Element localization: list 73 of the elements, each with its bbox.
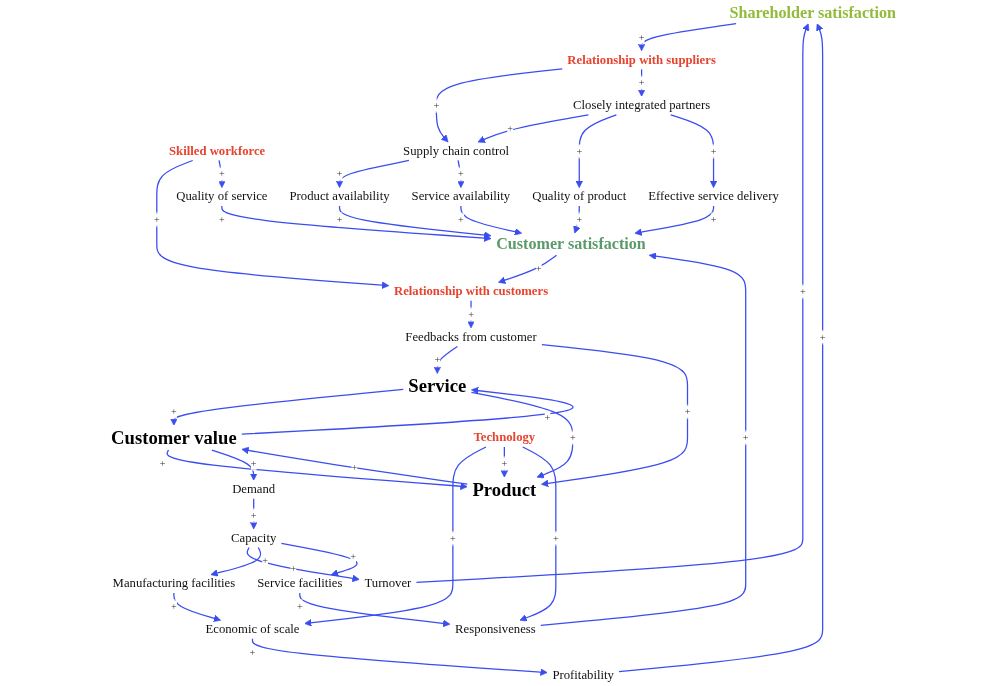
- edge-label: +: [249, 646, 256, 659]
- edge-label: +: [219, 213, 225, 226]
- edge-label: +: [638, 31, 645, 44]
- edge-label: +: [350, 550, 356, 563]
- edge-label: +: [290, 563, 297, 576]
- node-text: Effective service delivery: [648, 189, 779, 203]
- node-text: Product availability: [289, 189, 390, 203]
- node-text: Customer satisfaction: [496, 234, 646, 253]
- edge-label: +: [171, 600, 177, 613]
- edge-label: +: [458, 168, 464, 180]
- edge-label: +: [819, 331, 826, 344]
- node-text: Relationship with customers: [393, 284, 549, 298]
- edge-label: +: [799, 285, 806, 298]
- edge-label: +: [742, 431, 749, 444]
- edge-label: +: [535, 262, 542, 275]
- node-text: Closely integrated partners: [573, 98, 711, 112]
- edge-label: +: [250, 457, 257, 470]
- edge-label: +: [710, 145, 717, 158]
- node-text: Supply chain control: [403, 143, 510, 158]
- edge-label: +: [450, 532, 456, 545]
- edge-label: +: [296, 600, 303, 613]
- edge-label: +: [576, 213, 583, 226]
- edge-label: +: [171, 405, 177, 418]
- node-text: Capacity: [231, 530, 277, 545]
- edge-label: +: [351, 461, 358, 474]
- arrow: [241, 446, 468, 485]
- node-text: Service availability: [411, 189, 511, 203]
- node-text: Relationship with suppliers: [567, 52, 716, 67]
- arrow: [241, 386, 574, 435]
- edge-label: +: [544, 411, 551, 424]
- edge-label: +: [250, 509, 257, 522]
- node-text: Technology: [473, 430, 536, 444]
- edge-label: +: [576, 145, 583, 158]
- arrow: [299, 592, 451, 628]
- edge-label: +: [638, 76, 645, 89]
- arrow: [156, 159, 390, 289]
- arrow: [304, 446, 487, 627]
- arrow: [210, 546, 262, 577]
- node-text: Shareholder satisfaction: [729, 3, 896, 22]
- edge-label: +: [433, 99, 440, 112]
- edge-label: +: [710, 213, 717, 226]
- node-text: Manufacturing facilities: [112, 576, 236, 590]
- edge-label: +: [468, 308, 474, 321]
- edge-label: +: [569, 431, 576, 444]
- edge-label: +: [336, 168, 343, 180]
- node-text: Quality of product: [532, 189, 627, 203]
- node-text: Customer value: [111, 427, 237, 449]
- node-text: Economic of scale: [205, 621, 300, 636]
- arrow: [477, 114, 590, 143]
- node-text: Profitability: [552, 667, 614, 682]
- node-text: Quality of service: [176, 189, 268, 203]
- node-text: Responsiveness: [455, 621, 536, 636]
- node-text: Feedbacks from customer: [405, 329, 537, 344]
- node-text: Product: [472, 478, 537, 501]
- edge-label: +: [684, 405, 691, 418]
- arrow: [498, 254, 558, 284]
- node-text: Turnover: [364, 576, 412, 590]
- edge-label: +: [434, 354, 441, 366]
- edge-label: +: [262, 555, 268, 568]
- edge-label: +: [159, 457, 166, 470]
- node-text: Service facilities: [257, 576, 343, 590]
- node-text: Demand: [232, 482, 276, 496]
- arrow: [246, 546, 360, 583]
- node-text: Service: [408, 375, 467, 397]
- edge-label: +: [458, 213, 464, 226]
- edge-label: +: [507, 122, 514, 135]
- edge-label: +: [336, 213, 343, 226]
- node-text: Skilled workforce: [168, 143, 266, 158]
- edge-label: +: [501, 457, 508, 470]
- edge-label: +: [552, 532, 559, 545]
- arrow: [415, 23, 810, 583]
- edge-label: +: [153, 213, 160, 226]
- edge-label: +: [219, 168, 225, 180]
